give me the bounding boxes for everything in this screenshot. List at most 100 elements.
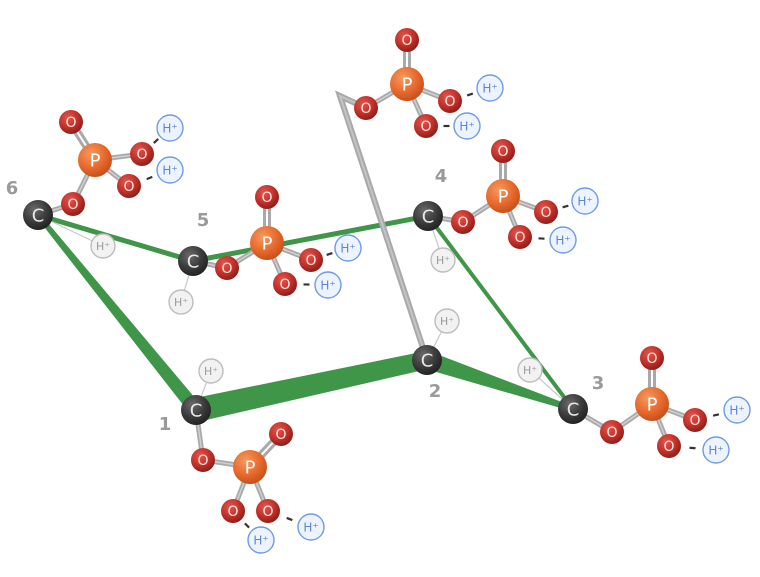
p1-proton-2-sphere (297, 513, 325, 541)
p6-oxygen-double: O (59, 110, 83, 134)
p1-oxygen-2-label: O (262, 504, 273, 520)
p5-phosphorus-sphere (250, 226, 284, 260)
p3-proton-2-sphere (702, 436, 730, 464)
hydrogen-atom-c6-label: H⁺ (96, 240, 110, 253)
carbon-atom-6: C (23, 200, 53, 230)
p6-oxygen-1-label: O (136, 147, 147, 163)
p2-proton-2-label: H⁺ (459, 119, 474, 133)
p6-oxygen-link-label: O (67, 197, 78, 213)
p5-phosphorus: P (250, 226, 284, 260)
p3-oxygen-double-label: O (646, 351, 657, 367)
p1-proton-1-sphere (247, 526, 275, 554)
ring-bond-1-2 (193, 351, 429, 422)
p6-proton-1-label: H⁺ (162, 121, 177, 135)
p4-oxygen-link-sphere (451, 210, 475, 234)
p5-oxygen-2-label: O (279, 277, 290, 293)
carbon-atom-4: C (413, 201, 443, 231)
p2-proton-2: H⁺ (453, 112, 481, 140)
p4-oxygen-2-label: O (514, 230, 525, 246)
p3-phosphorus-label: P (647, 394, 658, 415)
p4-oxygen-2-sphere (508, 225, 532, 249)
p5-proton-1-label: H⁺ (340, 241, 355, 255)
p2-oxygen-2: O (414, 114, 438, 138)
p3-proton-1-label: H⁺ (729, 403, 744, 417)
p4-oxygen-1-sphere (534, 200, 558, 224)
carbon-atom-1-sphere (181, 395, 211, 425)
p2-oxygen-double: O (395, 28, 419, 52)
ring-bonds (36, 212, 575, 422)
hydrogen-atom-c4: H⁺ (430, 247, 456, 273)
p1-oxygen-1-sphere (221, 499, 245, 523)
p4-phosphorus-sphere (486, 179, 520, 213)
p4-oxygen-1-label: O (540, 205, 551, 221)
p4-oxygen-1: O (534, 200, 558, 224)
p1-proton-1: H⁺ (247, 526, 275, 554)
hydrogen-atom-c3: H⁺ (517, 357, 543, 383)
p3-oxygen-link-sphere (600, 420, 624, 444)
p5-proton-1-sphere (334, 234, 362, 262)
p1-proton-2-label: H⁺ (303, 520, 318, 534)
carbon-atom-5-label: C (187, 251, 200, 272)
p2-phosphorus: P (390, 67, 424, 101)
carbon-number-6: 6 (6, 178, 19, 199)
p6-oxygen-double-sphere (59, 110, 83, 134)
hydrogen-atom-c4-sphere (430, 247, 456, 273)
p1-phosphorus-sphere (233, 450, 267, 484)
p3-proton-2-label: H⁺ (708, 443, 723, 457)
p1-oxygen-1-label: O (227, 504, 238, 520)
carbon-atom-3: C (558, 394, 588, 424)
p4-oxygen-2: O (508, 225, 532, 249)
p3-oxygen-2: O (657, 434, 681, 458)
hydrogen-atom-c2-sphere (434, 308, 460, 334)
p2-ionic-bond-1 (466, 92, 474, 97)
p6-phosphorus: P (78, 143, 112, 177)
carbon-atom-3-label: C (567, 399, 580, 420)
p5-oxygen-link-sphere (215, 256, 239, 280)
p5-phosphorus-label: P (262, 233, 273, 254)
hydrogen-atom-c2: H⁺ (434, 308, 460, 334)
carbon-number-2: 2 (429, 381, 442, 402)
p1-oxygen-2: O (256, 499, 280, 523)
p6-ionic-bond-2 (146, 175, 153, 181)
p3-oxygen-link-label: O (606, 425, 617, 441)
p4-proton-2-sphere (549, 226, 577, 254)
p1-oxygen-double-sphere (269, 422, 293, 446)
carbon-atom-6-label: C (32, 205, 45, 226)
p2-oxygen-link: O (354, 96, 378, 120)
p6-oxygen-1: O (130, 142, 154, 166)
p1-oxygen-link: O (191, 448, 215, 472)
p6-oxygen-double-label: O (65, 115, 76, 131)
p6-phosphorus-sphere (78, 143, 112, 177)
p2-oxygen-2-sphere (414, 114, 438, 138)
p3-oxygen-1-label: O (689, 413, 700, 429)
carbon-atom-3-sphere (558, 394, 588, 424)
p1-phosphorus-label: P (245, 457, 256, 478)
p4-proton-1-sphere (571, 187, 599, 215)
ring-bond-6-5 (37, 212, 194, 264)
hydrogen-atom-c5-sphere (168, 289, 194, 315)
carbon-atom-5-sphere (178, 246, 208, 276)
p1-proton-2: H⁺ (297, 513, 325, 541)
hydrogen-atom-c5-label: H⁺ (174, 296, 188, 309)
p1-phosphorus: P (233, 450, 267, 484)
carbon-number-3: 3 (592, 373, 605, 394)
carbon-atom-1-label: C (190, 400, 203, 421)
p2-oxygen-1: O (438, 89, 462, 113)
p3-oxygen-1: O (683, 408, 707, 432)
p5-oxygen-link: O (215, 256, 239, 280)
p4-oxygen-double: O (491, 139, 515, 163)
p6-oxygen-2-sphere (117, 174, 141, 198)
p6-phosphorus-label: P (90, 150, 101, 171)
p3-proton-1-sphere (723, 396, 751, 424)
ring-bond-2-3 (424, 351, 574, 412)
p1-proton-1-label: H⁺ (253, 533, 268, 547)
p5-oxygen-1: O (299, 248, 323, 272)
p5-oxygen-double-label: O (261, 190, 272, 206)
hydrogen-atom-c1-label: H⁺ (204, 365, 218, 378)
p5-oxygen-1-sphere (299, 248, 323, 272)
p1-oxygen-2-sphere (256, 499, 280, 523)
p1-oxygen-link-label: O (197, 453, 208, 469)
phosphate-bonds (35, 40, 720, 529)
p6-oxygen-link-sphere (61, 192, 85, 216)
